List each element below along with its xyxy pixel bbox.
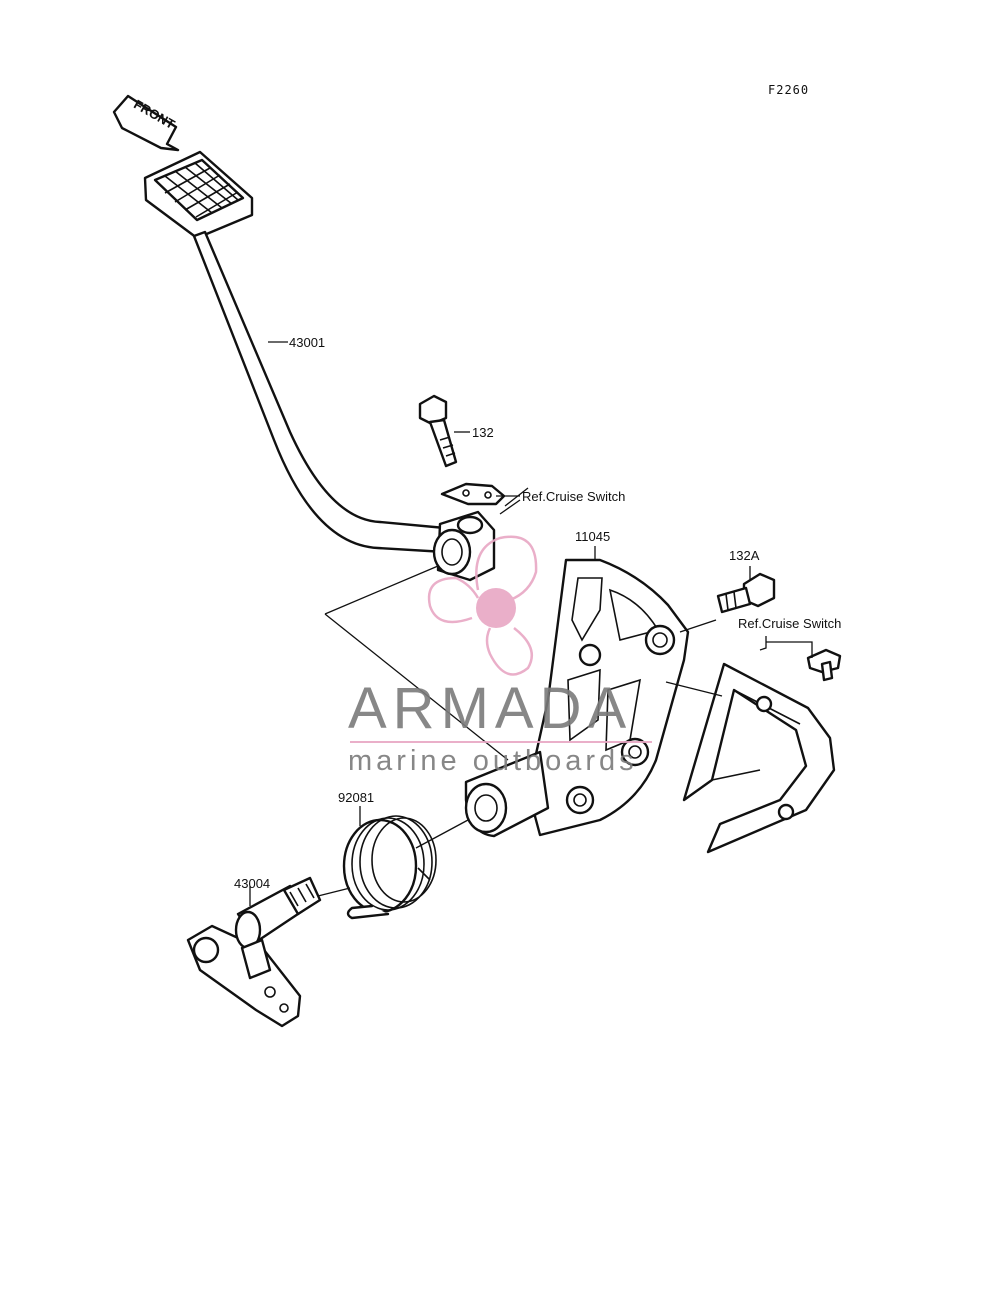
label-11045: 11045 [575,529,610,544]
return-spring-92081 [342,815,437,920]
watermark-tagline: marine outboards [348,745,638,777]
cruise-switch-screw [806,648,842,682]
label-43001: 43001 [289,335,325,350]
label-ref-cruise-switch-right: Ref.Cruise Switch [738,616,841,631]
label-ref-cruise-switch-upper: Ref.Cruise Switch [522,489,625,504]
armada-watermark: ARMADA marine outboards [348,535,652,777]
cruise-switch-cover [682,662,836,854]
label-92081: 92081 [338,790,374,805]
front-arrow-icon: FRONT [112,94,180,152]
leader-lines [249,341,813,906]
pedal-tread-grid [164,162,239,218]
cruise-switch-plate-upper [440,482,506,506]
label-43004: 43004 [234,876,270,891]
bolt-132 [418,394,458,468]
figure-code: F2260 [768,83,809,97]
brake-pedal-43001 [143,150,447,554]
pedal-shaft-43004 [186,876,322,1028]
pedal-pivot-boss [432,510,496,582]
watermark-name: ARMADA [348,676,632,741]
bolt-132a [716,572,776,614]
label-132: 132 [472,425,494,440]
label-132a: 132A [729,548,760,563]
pedal-bracket-11045 [464,558,690,838]
propeller-logo-icon [427,535,538,676]
